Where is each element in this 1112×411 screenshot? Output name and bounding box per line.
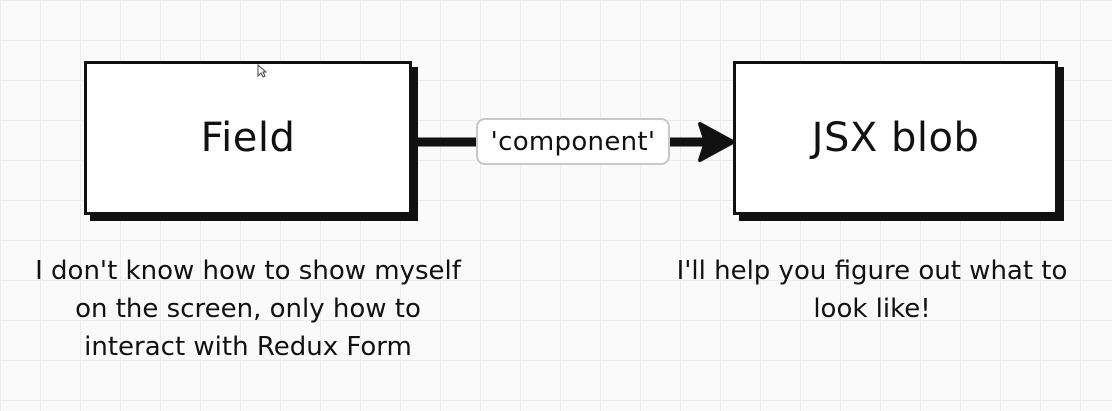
- field-node: Field: [84, 61, 412, 215]
- jsx-blob-caption-line: I'll help you figure out what to: [676, 256, 1068, 286]
- field-caption: I don't know how to show myself on the s…: [8, 252, 488, 366]
- edge-label: 'component': [476, 118, 670, 165]
- jsx-blob-node: JSX blob: [733, 61, 1058, 215]
- jsx-blob-caption-line: look like!: [813, 294, 931, 324]
- jsx-blob-node-label: JSX blob: [811, 115, 980, 161]
- field-caption-line: interact with Redux Form: [84, 332, 412, 362]
- edge-arrow-head: [698, 122, 735, 162]
- field-caption-line: on the screen, only how to: [75, 294, 421, 324]
- mouse-pointer-icon: [257, 64, 267, 78]
- field-node-label: Field: [200, 115, 296, 161]
- jsx-blob-caption: I'll help you figure out what to look li…: [650, 252, 1094, 328]
- field-caption-line: I don't know how to show myself: [35, 256, 461, 286]
